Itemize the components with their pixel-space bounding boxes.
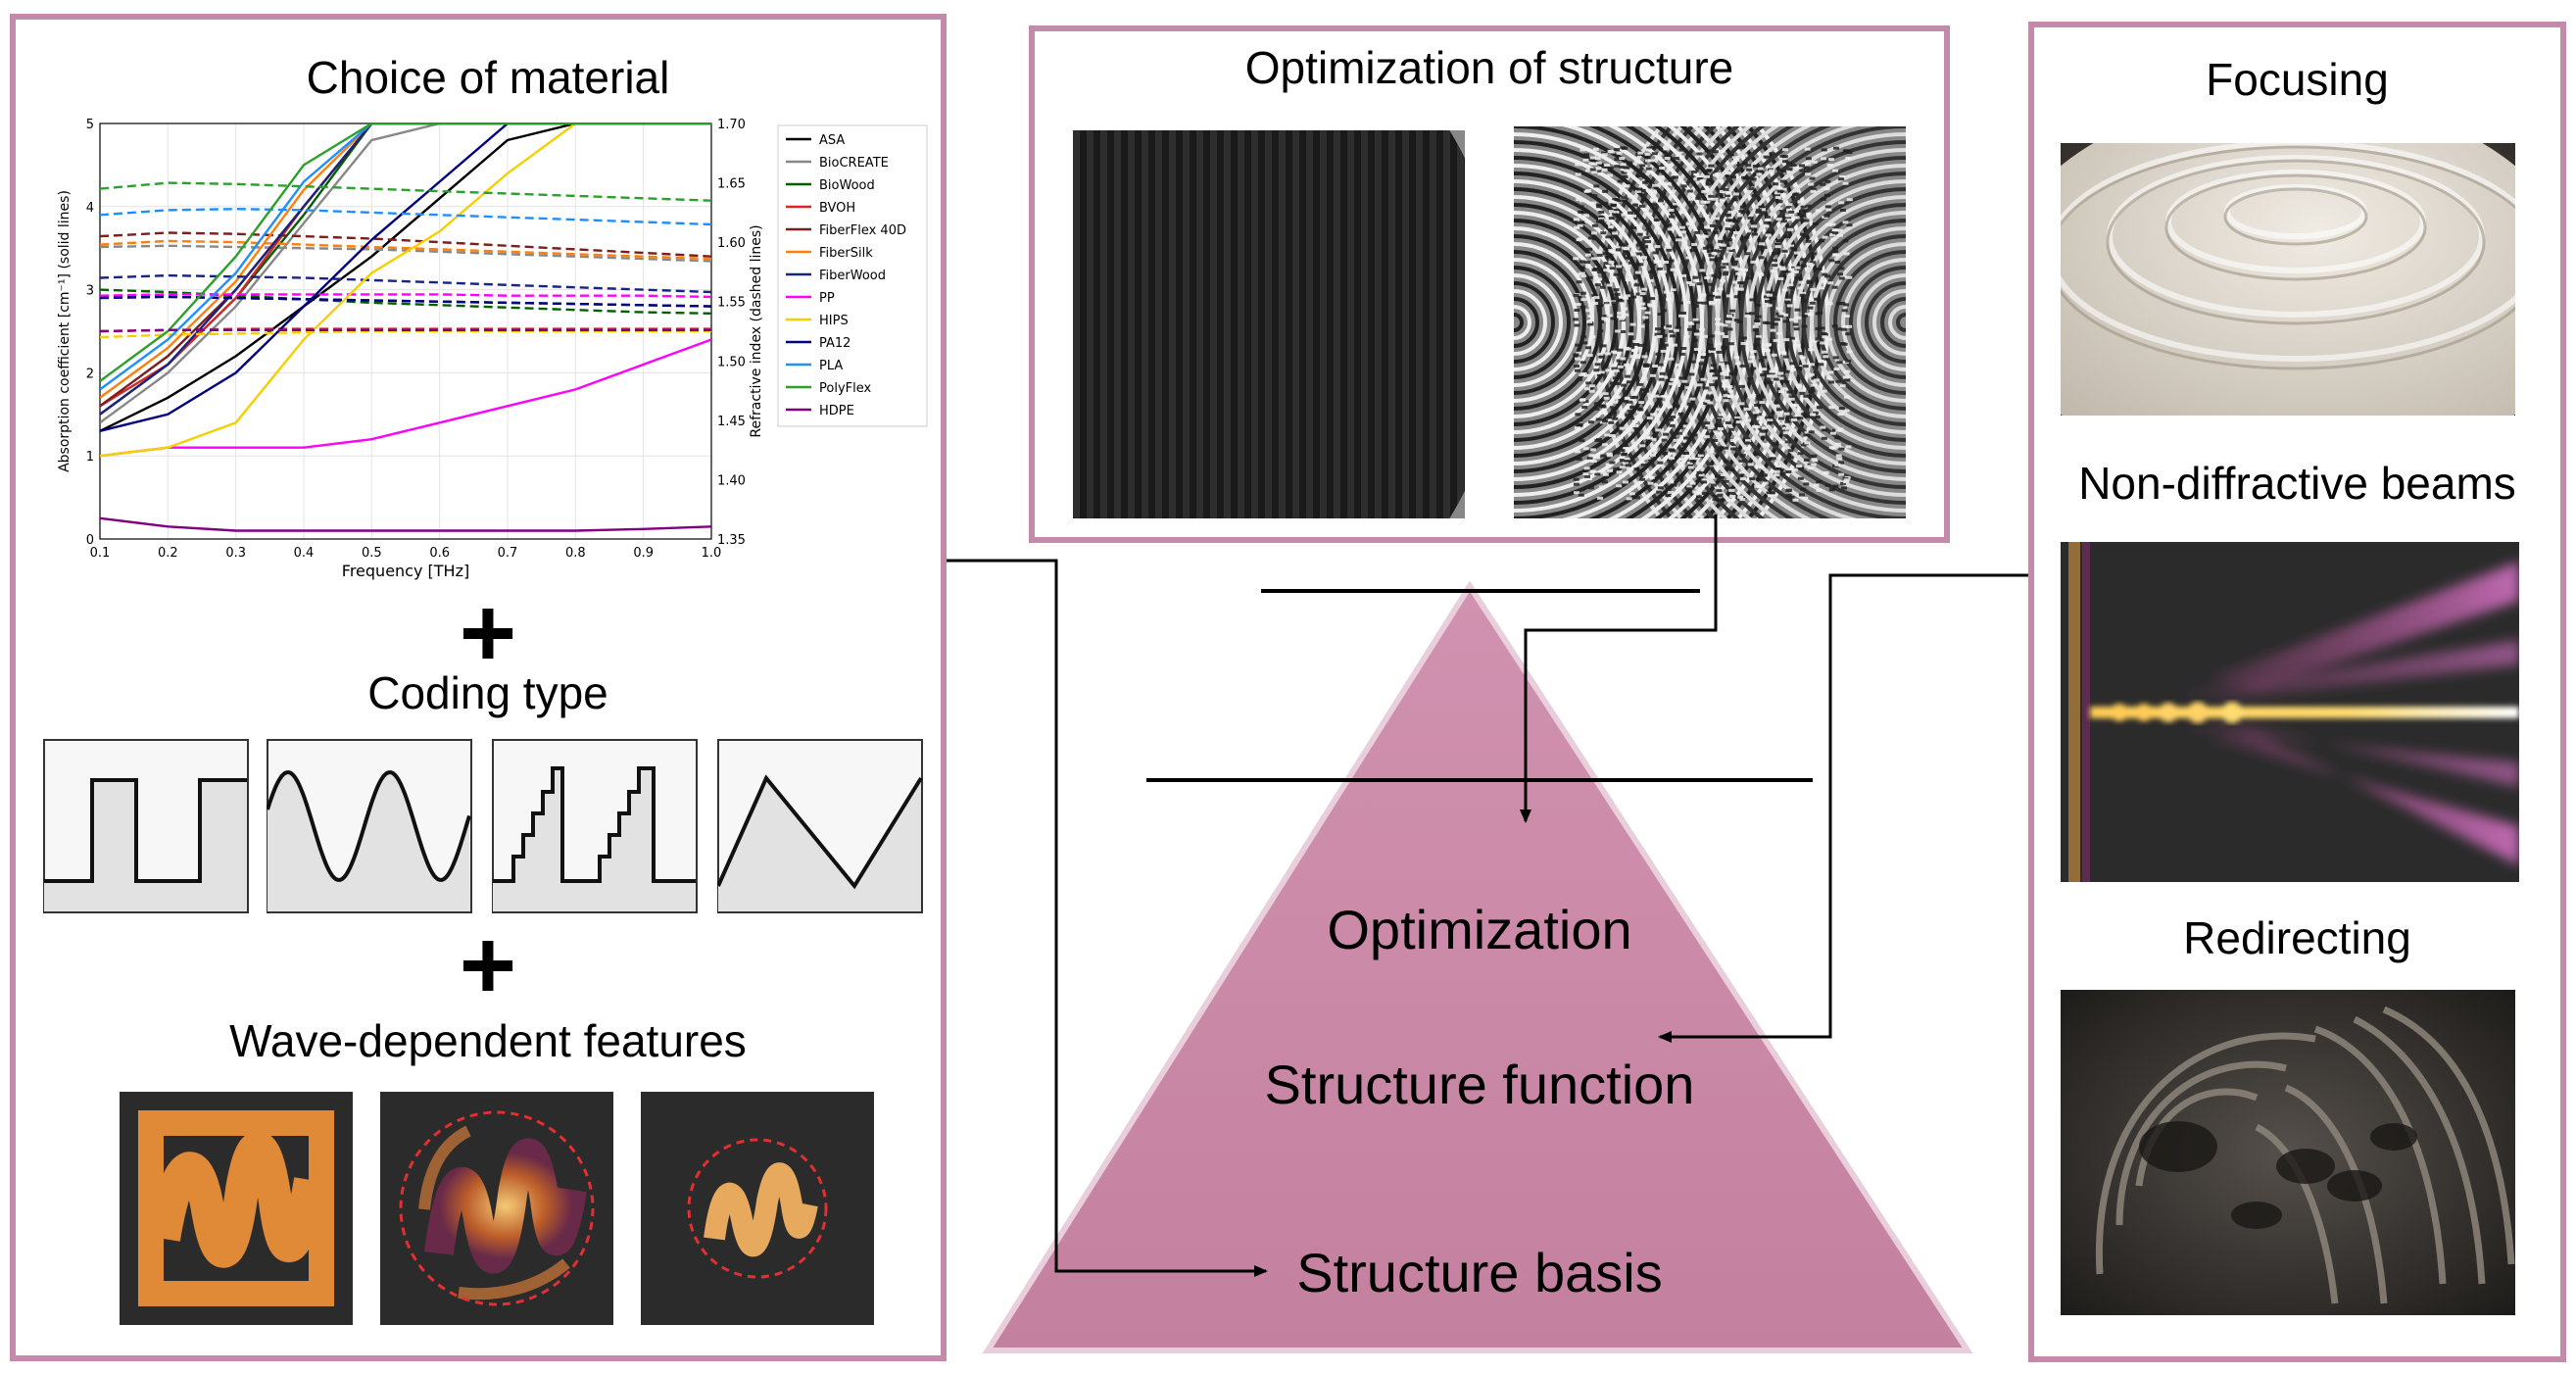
legend-box: [777, 124, 928, 427]
legend-entry: PLA: [819, 359, 843, 373]
x-tick-label: 0.5: [362, 546, 382, 561]
y2-tick-label: 1.40: [717, 473, 746, 488]
absorption-line-pp: [100, 338, 711, 458]
y2-tick-label: 1.60: [717, 236, 746, 251]
non-diffractive-beam-image: [2061, 542, 2519, 882]
feature-image-small-circle: [641, 1092, 874, 1325]
y2-tick-label: 1.65: [717, 177, 746, 192]
y2-axis-label: Refractive index (dashed lines): [749, 224, 764, 437]
y2-tick-label: 1.50: [717, 355, 746, 369]
x-tick-label: 0.9: [633, 546, 654, 561]
pyramid-level-structure-basis: Structure basis: [1296, 1242, 1663, 1303]
absorption-line-pa12: [100, 123, 711, 432]
x-tick-label: 0.7: [498, 546, 518, 561]
material-title: Choice of material: [306, 52, 670, 103]
absorption-line-fiberwood: [100, 123, 711, 416]
absorption-line-biocreate: [100, 123, 711, 424]
index-line-fibersilk: [99, 239, 712, 261]
structure-image-fresnel: [1073, 130, 1465, 518]
absorption-line-hdpe: [100, 516, 711, 532]
y-tick-label: 0: [86, 533, 94, 548]
legend-entry: FiberWood: [819, 269, 886, 283]
index-line-hdpe: [99, 328, 711, 333]
material-chart: 0.1 0.2 0.3 0.4 0.5 0.6 0.7 0.8 0.9 1.0 0 1 2 3 4 5 1.35…: [49, 108, 931, 588]
x-tick-label: 0.3: [225, 546, 246, 561]
structure-image-optimized: [1514, 126, 1906, 518]
absorption-line-polyflex: [100, 123, 711, 382]
y2-tick-label: 1.55: [717, 296, 746, 311]
plus-sign-1: +: [459, 578, 517, 688]
index-line-fiberflex-40d: [99, 231, 712, 258]
y-tick-label: 2: [86, 367, 94, 381]
absorption-line-asa: [100, 123, 711, 432]
focusing-title: Focusing: [2206, 54, 2389, 105]
absorption-line-pla: [100, 123, 711, 391]
y-tick-label: 3: [86, 284, 94, 299]
y2-tick-label: 1.35: [717, 533, 746, 548]
legend-entry: FiberSilk: [819, 246, 873, 261]
pyramid: [980, 578, 1979, 1362]
legend-entry: PP: [819, 291, 835, 306]
index-line-pla: [99, 207, 712, 226]
x-tick-label: 0.6: [429, 546, 450, 561]
index-line-biocreate: [99, 244, 712, 263]
non-diffractive-title: Non-diffractive beams: [2078, 458, 2516, 509]
index-line-pa12: [99, 295, 712, 308]
absorption-refractive-chart: 0.1 0.2 0.3 0.4 0.5 0.6 0.7 0.8 0.9 1.0 0 1 2 3 4 5 1.35…: [57, 118, 928, 580]
legend-entry: PA12: [819, 336, 851, 351]
coding-type-sine: [267, 739, 472, 913]
coding-type-triangle: [717, 739, 923, 913]
x-axis-label: Frequency [THz]: [342, 562, 469, 580]
pyramid-level-optimization: Optimization: [1327, 899, 1632, 960]
legend-entry: HIPS: [819, 314, 849, 328]
y-tick-label: 1: [86, 450, 94, 465]
feature-image-square: [120, 1092, 353, 1325]
structure-title: Optimization of structure: [1244, 42, 1734, 93]
absorption-line-fibersilk: [100, 123, 711, 399]
index-line-polyflex: [99, 181, 712, 202]
coding-type-staircase: [492, 739, 698, 913]
absorption-line-hips: [100, 123, 711, 458]
legend-entry: BVOH: [819, 201, 855, 216]
y2-tick-label: 1.70: [717, 118, 746, 132]
y-tick-label: 4: [86, 201, 94, 216]
legend-entry: HDPE: [819, 404, 854, 418]
redirecting-photo: [2061, 990, 2515, 1315]
coding-type-square: [43, 739, 249, 913]
x-tick-label: 0.1: [90, 546, 111, 561]
plus-sign-2: +: [459, 910, 517, 1020]
focusing-photo: [2061, 143, 2515, 416]
legend-entry: BioWood: [819, 178, 875, 193]
x-tick-label: 0.4: [294, 546, 315, 561]
index-line-fiberwood: [99, 273, 712, 294]
legend-entry: FiberFlex 40D: [819, 223, 906, 238]
y-axis-label: Absorption coefficient [cm⁻¹] (solid lin…: [57, 190, 73, 472]
y2-tick-label: 1.45: [717, 415, 746, 429]
x-tick-label: 1.0: [702, 546, 722, 561]
legend-entry: PolyFlex: [819, 381, 871, 396]
feature-image-large-circle: [380, 1092, 613, 1325]
pyramid-level-structure-function: Structure function: [1264, 1054, 1695, 1115]
legend-entry: BioCREATE: [819, 156, 889, 171]
legend-entry: ASA: [819, 133, 845, 148]
redirecting-title: Redirecting: [2183, 912, 2411, 963]
coding-title: Coding type: [367, 667, 608, 718]
features-title: Wave-dependent features: [229, 1015, 747, 1066]
y-tick-label: 5: [86, 118, 94, 132]
x-tick-label: 0.8: [565, 546, 586, 561]
absorption-line-fiberflex-40d: [100, 123, 711, 408]
x-tick-label: 0.2: [158, 546, 178, 561]
